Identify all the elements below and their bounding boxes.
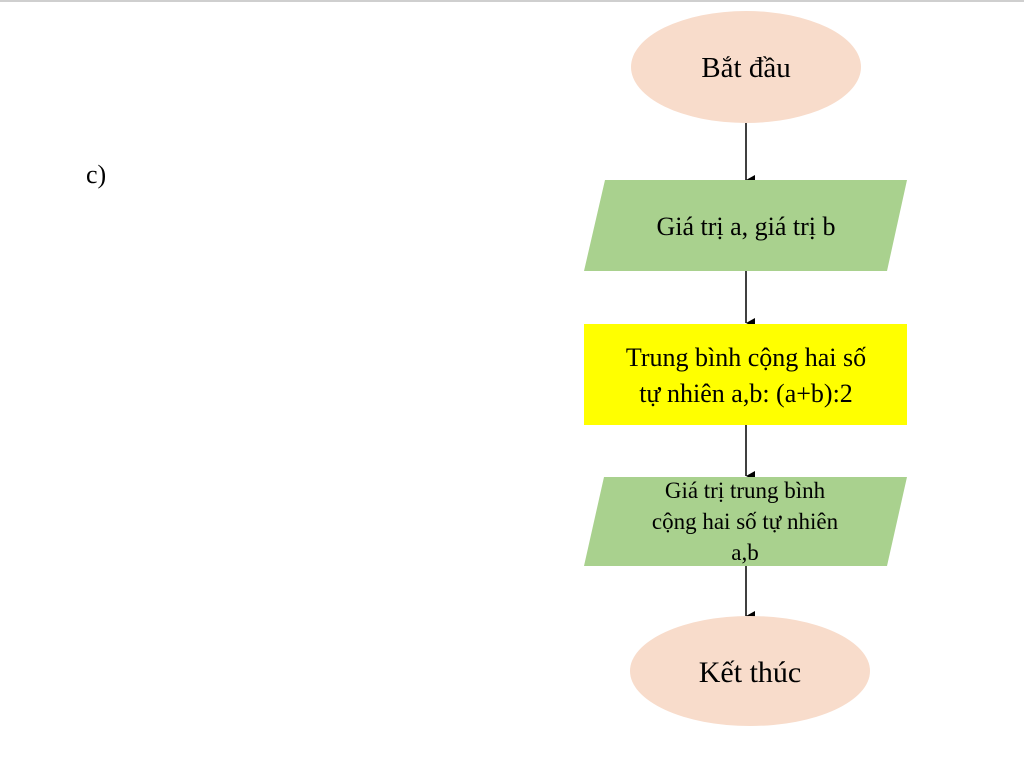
input-parallelogram [584,180,907,271]
output-label-line-1: Giá trị trung bình [665,478,826,503]
start-label: Bắt đầu [701,52,790,84]
output-label-line-2: cộng hai số tự nhiên [652,509,839,534]
process-label-line-1: Trung bình cộng hai số [626,343,866,372]
process-node: Trung bình cộng hai số tự nhiên a,b: (a+… [584,324,907,425]
process-label-line-2: tự nhiên a,b: (a+b):2 [639,379,853,408]
top-divider [0,0,1024,2]
end-ellipse [630,616,870,726]
output-label-line-3: a,b [731,540,758,565]
output-node: Giá trị trung bình cộng hai số tự nhiên … [584,477,907,566]
input-node: Giá trị a, giá trị b [584,180,907,271]
part-label: c) [86,160,107,189]
start-ellipse [631,11,861,123]
input-label: Giá trị a, giá trị b [656,212,835,241]
end-node: Kết thúc [630,616,870,726]
process-rect [584,324,907,425]
output-parallelogram [584,477,907,566]
start-node: Bắt đầu [631,11,861,123]
end-label: Kết thúc [699,656,801,689]
